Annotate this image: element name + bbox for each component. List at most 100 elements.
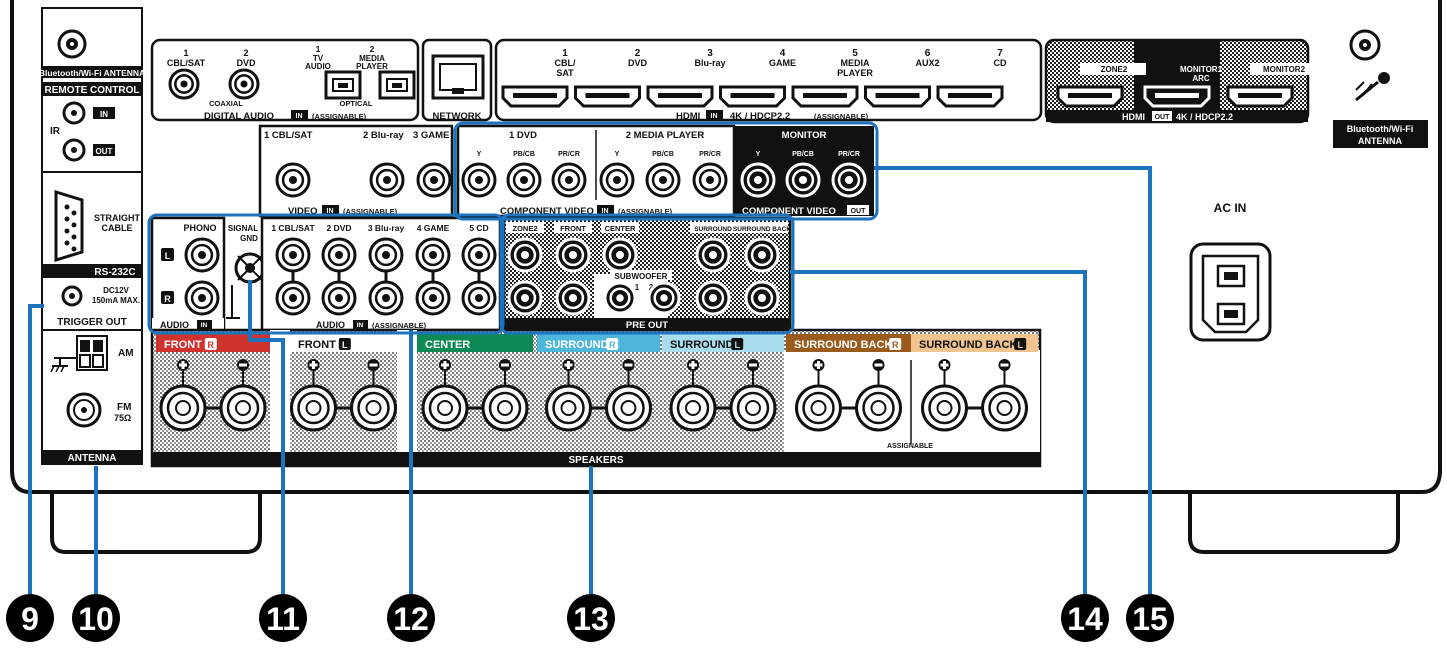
speaker-plus-terminal[interactable] [290,359,337,432]
audio-in-jack[interactable] [368,280,404,316]
hdmi-in-port[interactable] [936,85,1004,108]
remote-out-jack[interactable] [62,138,86,162]
am-antenna-terminal[interactable] [50,335,108,373]
component-jack[interactable] [506,162,542,198]
audio-in-jack[interactable] [321,237,357,273]
pre-out-jack[interactable] [695,237,731,273]
audio-in-jack[interactable] [415,237,451,273]
component-in-assignable: (ASSIGNABLE) [618,207,673,216]
audio-in-jack[interactable] [368,237,404,273]
coaxial-jack[interactable] [168,68,200,100]
component-jack[interactable] [461,162,497,198]
digital-input-name: CBL/SAT [167,58,206,68]
component-jack[interactable] [740,162,776,198]
hdmi-in-port[interactable] [646,85,714,108]
pre-out-jack[interactable] [602,237,638,273]
rs232c-port[interactable] [54,189,84,263]
digital-input-name: PLAYER [356,62,388,71]
audio-in-jack[interactable] [461,237,497,273]
ac-inlet[interactable] [1189,242,1272,342]
speaker-plus-terminal[interactable] [421,359,469,432]
remote-in-jack[interactable] [62,101,86,125]
speaker-plus-terminal[interactable] [669,359,717,432]
rs232c-line1: STRAIGHT [94,213,141,223]
hdmi-input-number: 5 [852,48,858,59]
callout-leader-line [790,270,1087,602]
video-in-jack[interactable] [369,162,405,198]
hdmi-out-port[interactable] [1056,85,1124,108]
speaker-side-tag: L [734,340,740,350]
network-port[interactable] [431,54,485,100]
component-jack[interactable] [645,162,681,198]
coaxial-jack[interactable] [228,68,260,100]
audio-in-jack[interactable] [461,280,497,316]
callout-number: 14 [1067,601,1103,637]
right-foot [1182,490,1406,554]
subwoofer-1-jack[interactable] [603,281,637,315]
digital-input-number: 1 [316,44,321,54]
hdmi-in-tag: IN [711,113,718,120]
speaker-plus-terminal[interactable] [545,359,592,432]
audio-input-label: 2 DVD [326,223,351,233]
trigger-out-jack[interactable] [61,285,83,307]
hdmi-in-port[interactable] [501,85,569,108]
speaker-plus-terminal[interactable] [159,359,207,432]
component-jack[interactable] [831,162,867,198]
subwoofer-2-jack[interactable] [647,281,681,315]
hdmi-in-port[interactable] [719,85,786,108]
hdmi-in-port[interactable] [574,85,641,108]
speaker-minus-terminal[interactable] [481,359,529,432]
bluetooth-antenna-left[interactable] [57,29,87,59]
audio-in-title: AUDIO [316,320,345,330]
hdmi-out-port[interactable] [1143,85,1211,108]
phono-jack[interactable] [184,280,220,316]
component-jack[interactable] [692,162,728,198]
hdmi-input-name: DVD [628,58,648,68]
audio-in-jack[interactable] [415,280,451,316]
rs232c-line2: CABLE [102,223,133,233]
component-jack[interactable] [599,162,635,198]
hdmi-in-port[interactable] [864,85,931,108]
fm-antenna-jack[interactable] [66,392,102,428]
digital-input-number: 1 [183,48,188,58]
speaker-minus-terminal[interactable] [729,359,777,432]
pre-out-jack[interactable] [744,280,780,316]
pre-out-jack[interactable] [555,237,591,273]
speaker-minus-terminal[interactable] [605,359,652,432]
speaker-minus-terminal[interactable] [981,359,1028,432]
callout-number: 12 [393,601,429,637]
optical-jack[interactable] [324,70,362,100]
speaker-plus-terminal[interactable] [921,359,968,432]
speakers-title: SPEAKERS [568,455,623,466]
audio-in-jack[interactable] [275,237,311,273]
pre-out-jack[interactable] [507,280,543,316]
video-in-jack[interactable] [275,162,311,198]
speaker-section-label: FRONT [298,339,336,351]
speaker-minus-terminal[interactable] [219,359,267,432]
audio-in-jack[interactable] [275,280,311,316]
audio-in-phono-title: AUDIO [160,320,189,330]
speaker-plus-terminal[interactable] [795,359,842,432]
pre-out-label: SURROUND [694,226,732,233]
hdmi-out-port[interactable] [1226,85,1294,108]
hdmi-in-port[interactable] [791,85,859,108]
hdmi-output-name: ARC [1192,74,1210,83]
pre-out-jack[interactable] [744,237,780,273]
bluetooth-antenna-right[interactable] [1349,29,1381,61]
callout-9: 9 [6,594,54,642]
component-jack[interactable] [785,162,821,198]
video-in-jack[interactable] [416,162,452,198]
pre-out-label: FRONT [560,224,586,233]
optical-jack[interactable] [378,70,416,100]
optical-label: OPTICAL [340,99,373,108]
pre-out-jack[interactable] [695,280,731,316]
speaker-minus-terminal[interactable] [855,359,902,432]
pre-out-jack[interactable] [555,280,591,316]
fm-label: FM [117,402,131,413]
phono-jack[interactable] [184,237,220,273]
hdmi-input-number: 3 [707,48,713,59]
pre-out-jack[interactable] [507,237,543,273]
audio-in-jack[interactable] [321,280,357,316]
component-jack[interactable] [551,162,587,198]
video-input-label: 2 Blu-ray [363,130,404,141]
